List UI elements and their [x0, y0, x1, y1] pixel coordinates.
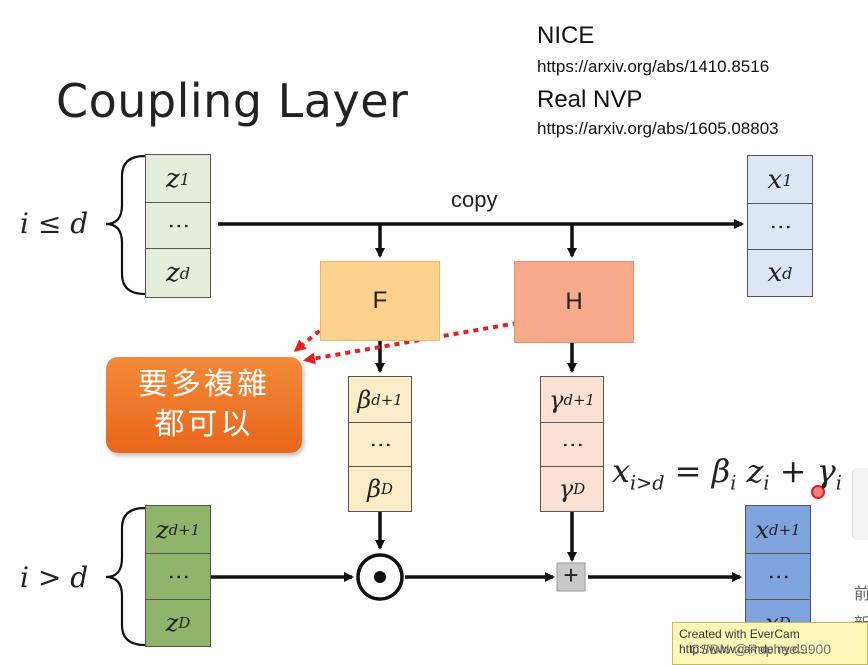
z-bottom-ellipsis: ⋮ [145, 553, 211, 601]
watermark-line-2: http://www.camdemy.c... [679, 642, 809, 656]
x-bottom-ellipsis: ⋮ [745, 553, 811, 601]
coupling-equation: xi>d = βi zi + γi [612, 452, 842, 495]
brace-top [105, 154, 146, 296]
reference-url-nice: https://arxiv.org/abs/1410.8516 [537, 57, 770, 76]
gamma-ellipsis: ⋮ [540, 422, 604, 468]
add-node [556, 562, 586, 592]
copy-label: copy [451, 187, 498, 212]
multiply-dot [374, 571, 386, 583]
index-label-top: i ≤ d [20, 207, 89, 240]
callout-line-1: 要多複雜 [138, 367, 270, 402]
reference-url-realnvp: https://arxiv.org/abs/1605.08803 [537, 119, 779, 138]
z-top-ellipsis: ⋮ [145, 202, 211, 250]
complexity-callout: 要多複雜 都可以 [106, 357, 302, 453]
add-sign: + [563, 560, 579, 590]
page-title: Coupling Layer [56, 74, 409, 128]
x-top-ellipsis: ⋮ [747, 203, 813, 251]
csdn-watermark: CSDN @Raphael9900 [690, 641, 832, 657]
reference-name-nice: NICE [537, 22, 595, 49]
callout-line-2: 都可以 [154, 407, 254, 442]
side-panel-edge[interactable] [852, 468, 868, 540]
cursor-dot [811, 485, 825, 499]
index-label-bottom: i > d [20, 561, 89, 594]
brace-bottom [105, 506, 146, 647]
side-char-1: 前 [854, 586, 868, 603]
beta-ellipsis: ⋮ [348, 422, 412, 468]
h-box: H [514, 261, 634, 343]
f-box: F [320, 261, 440, 341]
watermark-line-1: Created with EverCam [679, 627, 800, 641]
reference-name-realnvp: Real NVP [537, 86, 643, 113]
